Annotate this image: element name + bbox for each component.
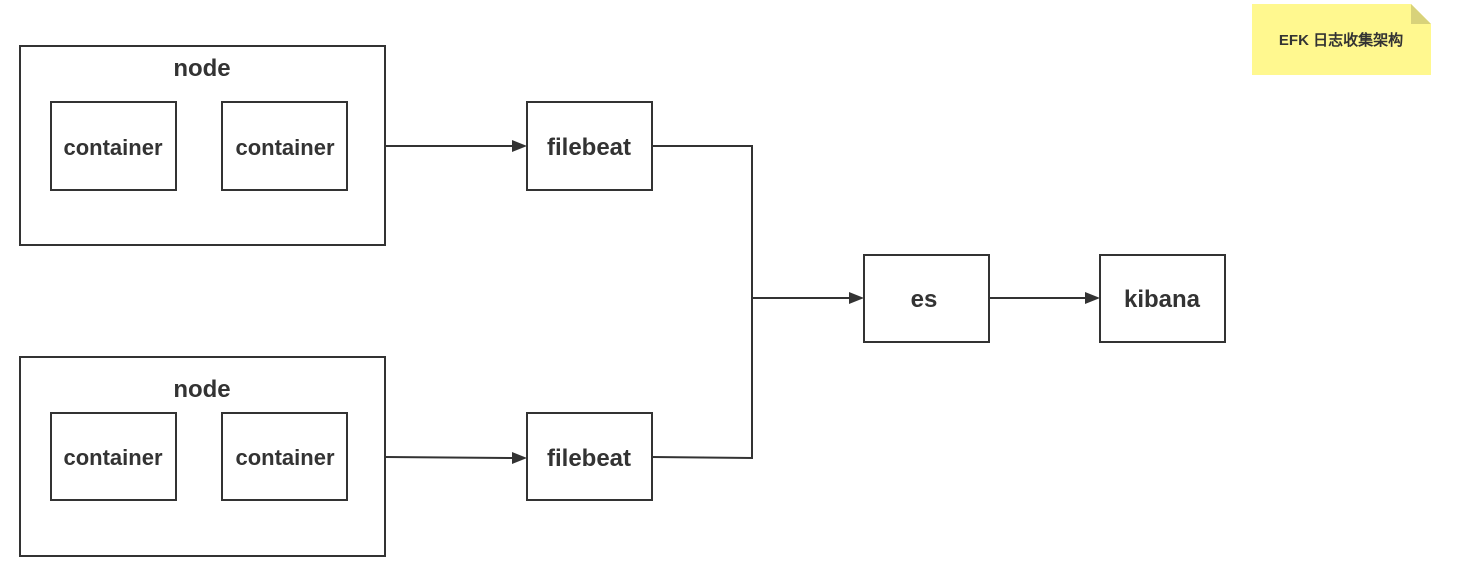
container-box-1-2 <box>221 101 348 191</box>
node-label-1: node <box>173 55 230 82</box>
container-box-2-2 <box>221 412 348 501</box>
arrowhead-filebeat1 <box>512 140 527 152</box>
filebeat-group-1: filebeat <box>526 101 653 191</box>
edge-node2-filebeat2 <box>385 456 515 459</box>
container-box-2-1 <box>50 412 177 501</box>
note-body <box>1252 4 1431 75</box>
node-group-1: node container container <box>19 45 386 246</box>
filebeat-box-1 <box>526 101 653 191</box>
filebeat-label-1: filebeat <box>547 134 631 161</box>
title-note: EFK 日志收集架构 <box>1252 4 1431 75</box>
edges <box>385 140 1100 464</box>
arrowhead-es <box>849 292 864 304</box>
node-label-2: node <box>173 376 230 403</box>
filebeat-box-2 <box>526 412 653 501</box>
filebeat-label-2: filebeat <box>547 445 631 472</box>
kibana-group: kibana <box>1099 254 1226 343</box>
container-label-2-1: container <box>63 445 162 470</box>
container-box-1-1 <box>50 101 177 191</box>
edge-filebeat1-es <box>652 145 851 299</box>
kibana-box <box>1099 254 1226 343</box>
es-box <box>863 254 990 343</box>
container-label-1-1: container <box>63 135 162 160</box>
note-title: EFK 日志收集架构 <box>1279 31 1403 49</box>
arrowhead-filebeat2 <box>512 452 527 464</box>
es-label: es <box>911 286 938 313</box>
note-fold <box>1411 4 1431 24</box>
filebeat-group-2: filebeat <box>526 412 653 501</box>
container-label-2-2: container <box>235 445 334 470</box>
node-group-2: node container container <box>19 356 386 557</box>
kibana-label: kibana <box>1124 286 1201 313</box>
es-group: es <box>863 254 990 343</box>
container-label-1-2: container <box>235 135 334 160</box>
arrowhead-kibana <box>1085 292 1100 304</box>
edge-filebeat2-es <box>651 298 753 460</box>
